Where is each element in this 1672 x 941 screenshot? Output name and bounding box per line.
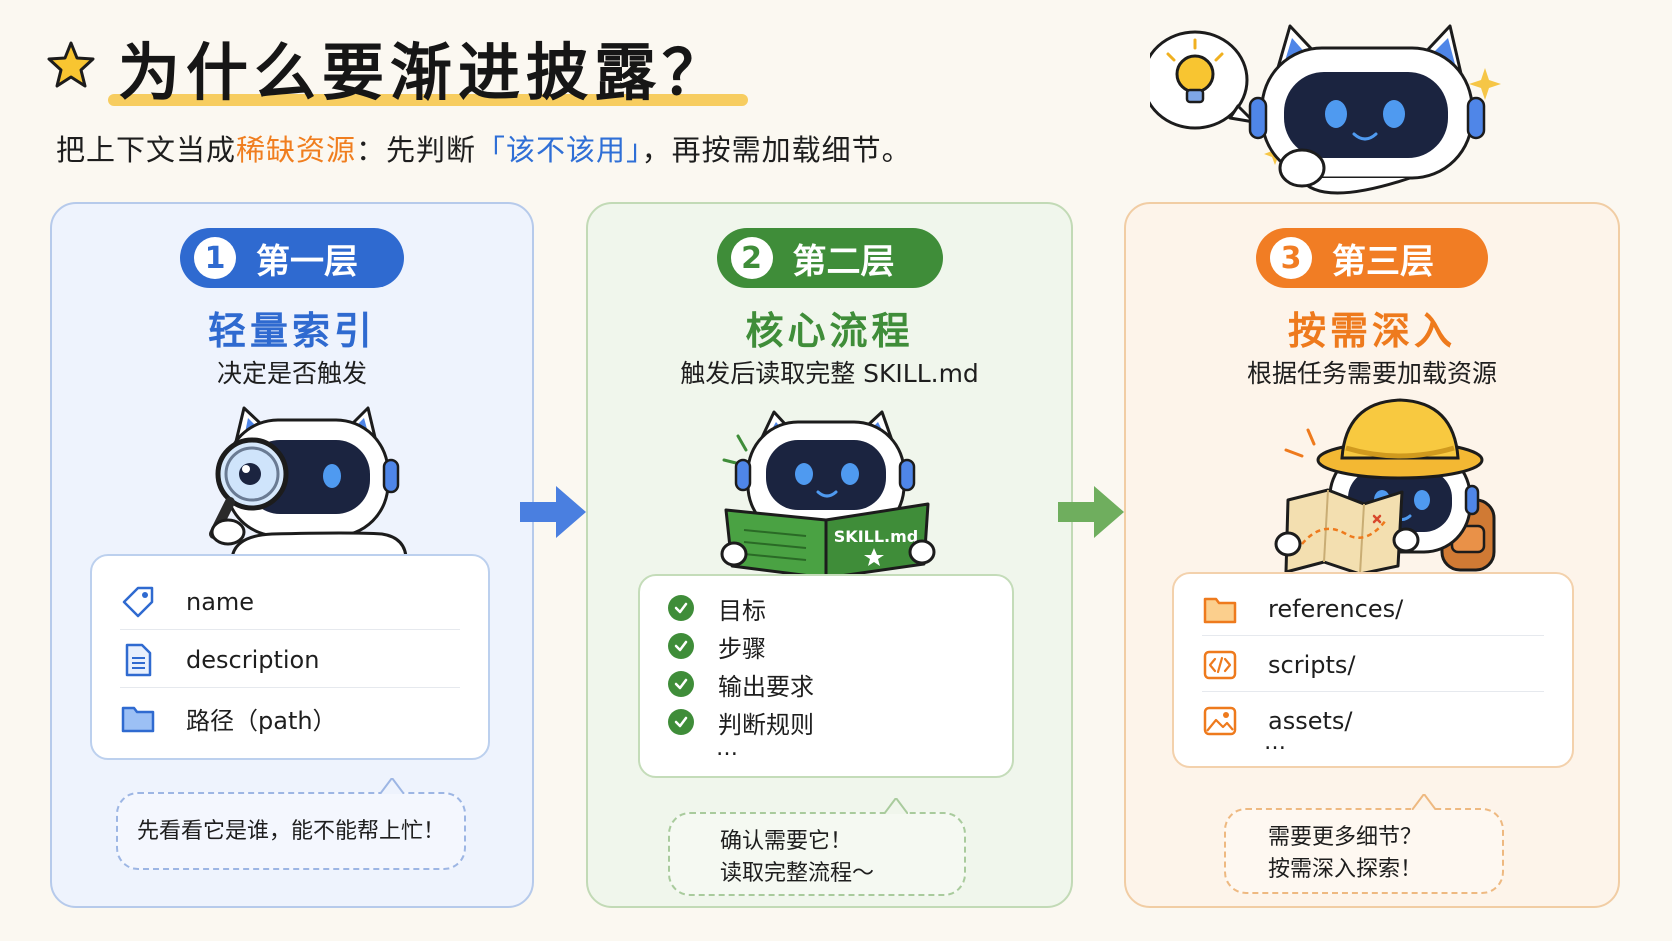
bubble-line: 先看看它是谁，能不能帮上忙！ (136, 819, 445, 844)
layer-2-badge: 2 第二层 (716, 228, 943, 288)
image-icon (1203, 706, 1237, 736)
robot-with-magnifier-mascot (209, 406, 408, 564)
layer-3-description: 根据任务需要加载资源 (1246, 359, 1497, 388)
layer-1-speech-bubble: 先看看它是谁，能不能帮上忙！ (116, 778, 466, 870)
list-item: scripts/ (1202, 638, 1544, 692)
subtitle-suffix: ，再按需加载细节。 (641, 133, 912, 167)
checklist-item-text: 目标 (718, 596, 766, 625)
title-underline (108, 94, 748, 106)
subtitle-middle: ：先判断 (356, 133, 477, 167)
list-item: 目标 (668, 590, 984, 626)
sparkle-icon (1469, 68, 1501, 100)
arrow-right-icon (1058, 486, 1124, 538)
list-item: assets/ (1202, 694, 1544, 748)
list-item: 步骤 (668, 628, 984, 664)
code-icon (1203, 650, 1237, 679)
more-ellipsis: … (716, 736, 740, 761)
layer-1-index-list: name description 路径（path） (90, 554, 490, 760)
layer-3-speech-bubble: 需要更多细节？ 按需深入探索！ (1224, 794, 1504, 894)
layer-1-label: 第一层 (256, 241, 358, 282)
map-icon (1284, 488, 1404, 574)
check-icon (668, 709, 694, 735)
list-item: 判断规则 (668, 704, 984, 740)
resource-item-text: scripts/ (1268, 650, 1356, 679)
layer-3-number: 3 (1270, 237, 1312, 279)
explorer-robot-with-map-mascot (1274, 398, 1496, 574)
document-icon (125, 643, 152, 676)
check-icon (668, 633, 694, 659)
subtitle-highlight-scarce: 稀缺资源 (236, 133, 357, 167)
list-item: 输出要求 (668, 666, 984, 702)
layer-3-resource-list: references/ scripts/ assets/ … (1172, 572, 1574, 768)
check-icon (668, 595, 694, 621)
bubble-line: 按需深入探索！ (1268, 857, 1423, 882)
subtitle-highlight-decide: 「该不该用」 (476, 133, 642, 167)
subtitle-prefix: 把上下文当成 (56, 133, 237, 167)
layer-2-core-checklist: 目标 步骤 输出要求 判断规则 … (638, 574, 1014, 778)
tag-icon (122, 586, 154, 617)
checklist-item-text: 步骤 (718, 634, 766, 663)
layer-1-title: 轻量索引 (207, 309, 376, 353)
index-item-text: name (186, 587, 255, 616)
robot-head (1248, 24, 1486, 195)
thinking-robot-mascot (1150, 24, 1501, 195)
checklist-item-text: 输出要求 (718, 672, 814, 701)
star-icon (47, 41, 95, 88)
bubble-tail (884, 798, 908, 814)
layer-2-label: 第二层 (792, 241, 895, 282)
explorer-hat-icon (1316, 398, 1484, 480)
index-item-text: 路径（path） (186, 706, 337, 735)
bubble-tail (1412, 794, 1436, 810)
layer-1-number: 1 (194, 237, 236, 279)
index-item-text: description (186, 645, 320, 674)
layer-3-title: 按需深入 (1287, 309, 1456, 353)
robot-reading-book-mascot: SKILL.md (720, 410, 936, 574)
check-icon (668, 671, 694, 697)
layer-2-title: 核心流程 (745, 309, 914, 353)
folder-icon (1203, 597, 1237, 623)
magnifier-icon (209, 437, 289, 539)
list-item: references/ (1202, 582, 1544, 636)
bubble-tail (380, 778, 404, 794)
page-subtitle: 把上下文当成稀缺资源：先判断「该不该用」，再按需加载细节。 (56, 127, 912, 169)
layer-1-panel: 1 第一层 轻量索引 决定是否触发 name (50, 202, 534, 908)
resource-item-text: assets/ (1268, 707, 1353, 735)
bubble-line: 需要更多细节？ (1268, 825, 1423, 850)
layer-3-panel: 3 第三层 按需深入 根据任务需要加载资源 (1124, 202, 1620, 908)
layer-2-number: 2 (730, 237, 773, 279)
layer-2-speech-bubble: 确认需要它！ 读取完整流程～ (668, 798, 966, 896)
list-item: 路径（path） (120, 690, 460, 746)
arrow-right-icon (520, 486, 586, 538)
lightbulb-icon (1166, 38, 1224, 104)
book-label: SKILL.md (834, 527, 918, 546)
list-item: description (120, 632, 460, 688)
checklist-item-text: 判断规则 (718, 710, 814, 739)
folder-icon (121, 706, 155, 733)
bubble-line: 读取完整流程～ (720, 861, 875, 886)
page-title: 为什么要渐进披露？ (118, 36, 731, 109)
layer-2-description: 触发后读取完整 SKILL.md (680, 359, 979, 388)
layer-2-panel: 2 第二层 核心流程 触发后读取完整 SKILL.md SKILL.md (586, 202, 1073, 908)
layer-3-label: 第三层 (1332, 241, 1434, 282)
layer-3-badge: 3 第三层 (1256, 228, 1488, 288)
more-ellipsis: … (1264, 730, 1288, 755)
list-item: name (120, 574, 460, 630)
layer-1-badge: 1 第一层 (180, 228, 404, 288)
resource-item-text: references/ (1268, 594, 1404, 623)
bubble-line: 确认需要它！ (720, 829, 853, 854)
book-icon: SKILL.md (724, 502, 930, 574)
layer-1-description: 决定是否触发 (216, 359, 367, 388)
